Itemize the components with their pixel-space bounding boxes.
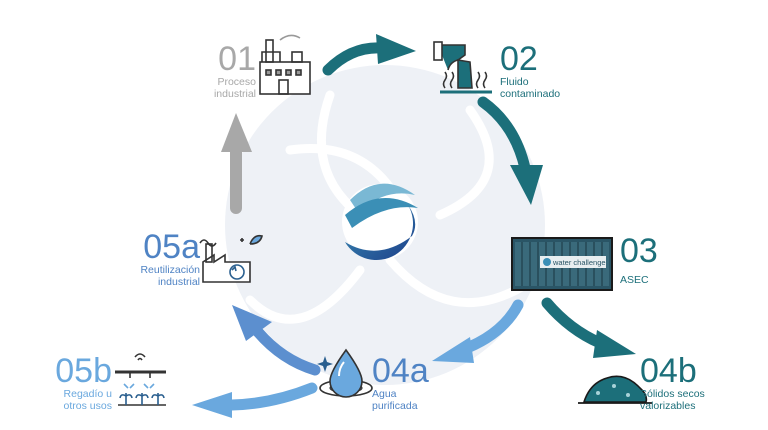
step-02-number: 02: [500, 40, 538, 78]
arrow-04a-to-05b: [192, 382, 318, 418]
arrow-03-to-04a: [432, 299, 524, 363]
step-04b-number: 04b: [640, 352, 697, 390]
step-04a-number: 04a: [372, 352, 429, 390]
step-04b-label-line2: valorizables: [640, 400, 696, 412]
arrow-01-to-02: [322, 34, 416, 76]
container-icon: [511, 237, 613, 291]
irrigation-icon: [115, 353, 166, 406]
step-04a-label-line2: purificada: [372, 400, 418, 412]
step-05a-label-line1: Reutilización: [140, 264, 200, 276]
arrow-03-to-04b: [541, 297, 636, 358]
step-05b-label-line1: Regadío u: [63, 388, 112, 400]
step-04b-label-line1: Sólidos secos: [640, 388, 705, 400]
step-05a-label-line2: industrial: [157, 276, 200, 288]
step-04a: 04a Agua purificada: [372, 354, 472, 412]
step-05b-label-line2: otros usos: [63, 400, 112, 412]
step-04a-label-line1: Agua: [372, 388, 397, 400]
water-drop-icon: [317, 348, 373, 398]
factory-icon: [259, 34, 311, 95]
step-03-label: ASEC: [620, 274, 649, 286]
arrow-02-to-03: [477, 96, 543, 205]
step-01-label-line1: Proceso: [217, 76, 256, 88]
step-02-label-line2: contaminado: [500, 88, 561, 100]
step-05b-number: 05b: [55, 352, 112, 390]
polluted-pipe-icon: [433, 41, 492, 94]
step-05a-number: 05a: [143, 228, 200, 266]
step-03: 03 ASEC: [620, 234, 700, 286]
center-logo: [342, 183, 418, 261]
step-02: 02 Fluido contaminado: [500, 42, 610, 100]
step-03-number: 03: [620, 232, 658, 270]
arrow-05a-to-01: [221, 113, 252, 214]
reuse-factory-icon: [199, 234, 263, 283]
step-01-number: 01: [218, 40, 256, 78]
step-05a: 05a Reutilización industrial: [112, 230, 200, 288]
arrow-04a-to-05a: [232, 305, 321, 376]
solids-pile-icon: [578, 375, 652, 404]
step-04b: 04b Sólidos secos valorizables: [640, 354, 750, 412]
container-brand-label: water challenge: [553, 258, 606, 267]
step-01: 01 Proceso industrial: [180, 42, 256, 100]
step-01-label-line2: industrial: [213, 88, 256, 100]
step-02-label-line1: Fluido: [500, 76, 529, 88]
step-05b: 05b Regadío u otros usos: [30, 354, 112, 412]
